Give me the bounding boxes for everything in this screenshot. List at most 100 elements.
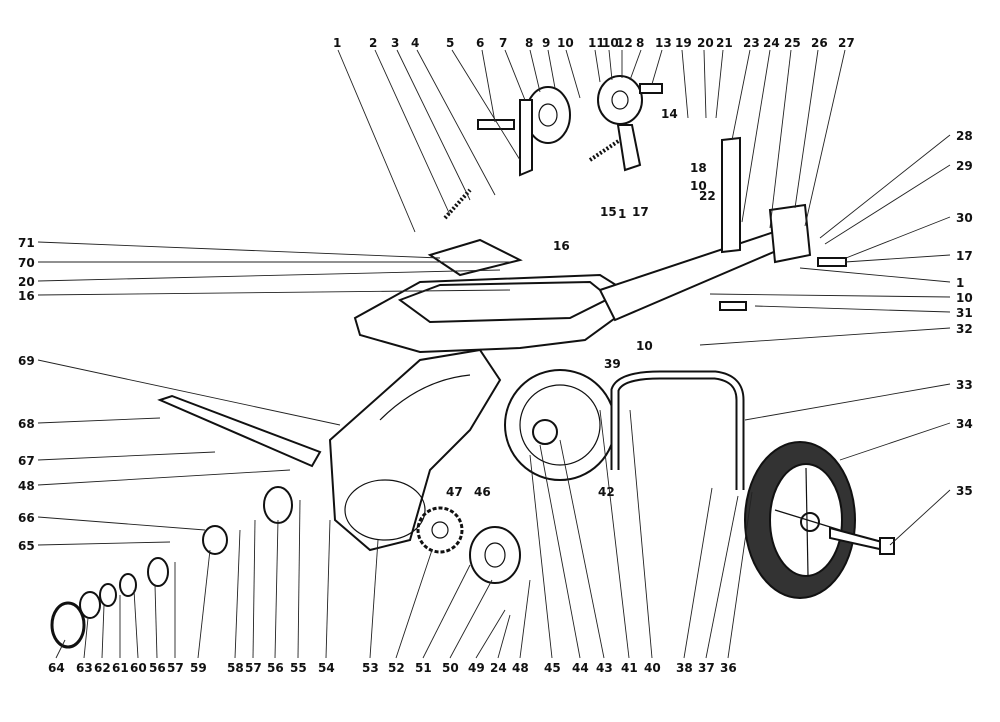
callout: 71 [18,236,35,250]
spring-right [588,138,622,162]
callout: 31 [956,306,973,320]
housing-detail [379,374,471,421]
callout: 70 [18,256,35,270]
callout: 32 [956,322,973,336]
callout: 59 [190,661,207,675]
callout: 11 [588,36,605,50]
u-handle [610,370,745,490]
wheel-spoke-2 [774,509,841,531]
callouts-bottom: 64 63 62 61 60 56 57 59 58 57 56 55 54 5… [48,661,737,675]
callout: 25 [784,36,801,50]
bearing-cap-bore [484,542,506,568]
callout: 20 [697,36,714,50]
gear-housing [328,348,502,552]
callout: 29 [956,159,973,173]
drive-pulley-hub [532,419,558,445]
callout: 56 [267,661,284,675]
bolt-30 [817,257,847,267]
callouts-inner: 14 18 10 22 17 15 1 16 10 39 47 46 42 [446,107,716,499]
wheel-bolt-head [879,537,895,555]
callout: 1 [618,207,626,221]
callout: 57 [167,661,184,675]
callout: 38 [676,661,693,675]
callout: 57 [245,661,262,675]
snap-ring [50,601,86,649]
gasket [344,479,426,541]
pulley-left-hub [538,103,558,127]
callout: 69 [18,354,35,368]
callout: 19 [675,36,692,50]
callout: 24 [490,661,507,675]
callouts-right: 28 29 30 17 1 10 31 32 33 34 35 [956,129,973,498]
axle-tube [157,394,322,468]
washer-2 [99,583,117,607]
bolt-13 [639,83,663,94]
callout: 60 [130,661,147,675]
bearing-3 [147,557,169,587]
callout: 54 [318,661,335,675]
callout: 68 [18,417,35,431]
wheel-spoke-1 [805,467,809,576]
callout: 20 [18,275,35,289]
callout: 49 [468,661,485,675]
callout: 41 [621,661,638,675]
callout: 36 [720,661,737,675]
callout: 39 [604,357,621,371]
callout: 16 [553,239,570,253]
callout: 58 [227,661,244,675]
callout: 48 [512,661,529,675]
callout: 33 [956,378,973,392]
callout: 66 [18,511,35,525]
callout: 55 [290,661,307,675]
leader-lines [37,49,951,659]
callout: 35 [956,484,973,498]
callout: 14 [661,107,678,121]
callout: 3 [391,36,399,50]
seal-ring [79,591,101,619]
upper-bracket-right [616,124,642,172]
callout: 61 [112,661,129,675]
callout: 28 [956,129,973,143]
callout: 65 [18,539,35,553]
callout: 40 [644,661,661,675]
callout: 53 [362,661,379,675]
callout: 62 [94,661,111,675]
drive-pulley-rim [519,384,601,466]
bearing-2 [202,525,228,555]
callout: 10 [690,179,707,193]
callouts-top: 1 2 3 4 5 6 7 8 9 10 11 10 12 8 13 19 20… [333,36,855,50]
callout: 42 [598,485,615,499]
callout: 10 [557,36,574,50]
bolt-6 [477,119,515,130]
callout: 64 [48,661,65,675]
callout: 24 [763,36,780,50]
callout: 47 [446,485,463,499]
callout: 34 [956,417,973,431]
callout: 50 [442,661,459,675]
callout: 5 [446,36,454,50]
pulley-right-hub [611,90,629,110]
pulley-right [597,75,643,125]
callout: 10 [602,36,619,50]
callout: 30 [956,211,973,225]
washer-1 [119,573,137,597]
callout: 22 [699,189,716,203]
callout: 10 [956,291,973,305]
callout: 67 [18,454,35,468]
callout: 18 [690,161,707,175]
bearing-cap [469,526,521,584]
callout: 63 [76,661,93,675]
callout: 12 [616,36,633,50]
bearing-1 [263,486,293,524]
upper-bracket-left [519,99,533,177]
callout: 1 [333,36,341,50]
callout: 15 [600,205,617,219]
callout: 46 [474,485,491,499]
callout: 10 [636,339,653,353]
bracket-plate [768,203,812,264]
callout: 56 [149,661,166,675]
callout: 44 [572,661,589,675]
callout: 43 [596,661,613,675]
callout: 17 [632,205,649,219]
